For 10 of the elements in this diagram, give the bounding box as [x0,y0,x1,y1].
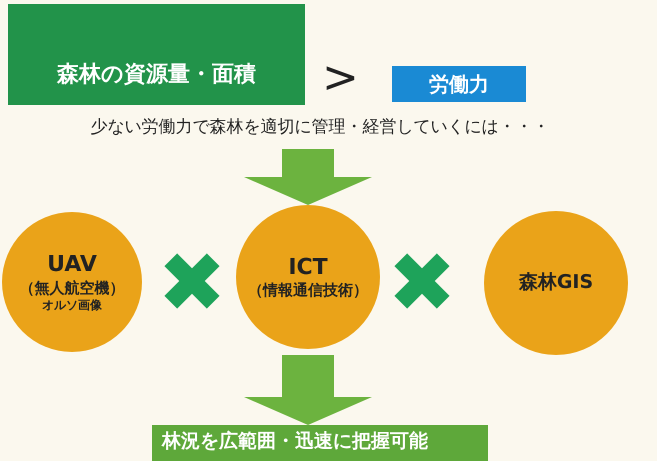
down-arrow [244,149,372,205]
comparison-sign: > [322,56,359,100]
heading-box: 森林の資源量・面積 [8,4,305,105]
topic-circle: ICT （情報通信技術） [236,205,380,349]
down-arrow [244,355,372,425]
topic-circle: UAV （無人航空機） オルソ画像 [2,212,142,352]
result-box: 林況を広範囲・迅速に把握可能 [152,425,488,461]
topic-circle: 森林GIS [484,211,628,355]
label-box: 労働力 [392,66,526,102]
question-text: 少ない労働力で森林を適切に管理・経営していくには・・・ [20,113,620,143]
